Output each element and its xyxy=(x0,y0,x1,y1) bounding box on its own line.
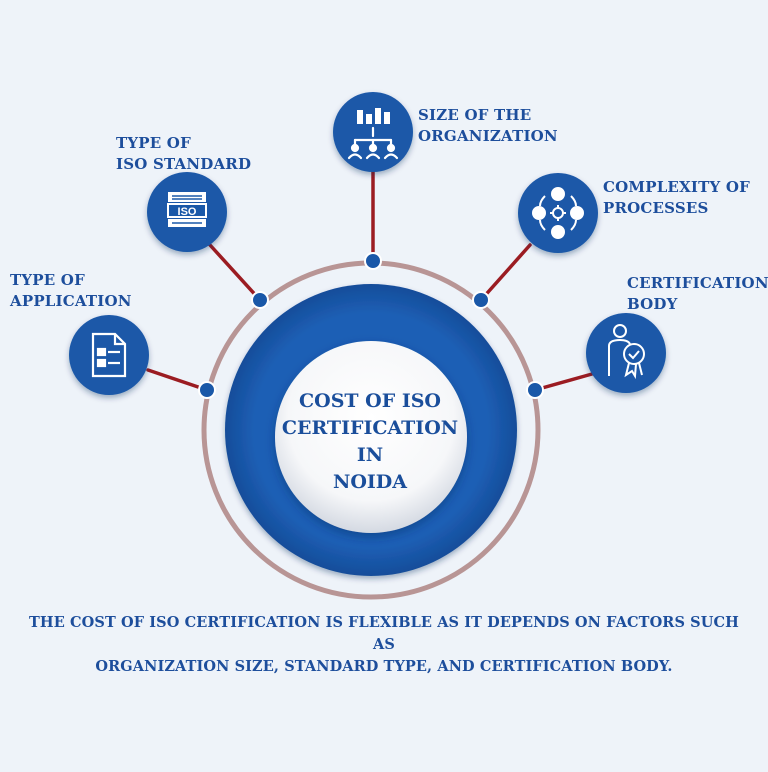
dot-complexity xyxy=(472,291,490,309)
iso-standard-icon: ISO xyxy=(167,192,207,227)
label-line: CERTIFICATION xyxy=(627,274,768,292)
label-line: APPLICATION xyxy=(10,292,132,310)
footer-line: THE COST OF ISO CERTIFICATION IS FLEXIBL… xyxy=(29,614,739,653)
dot-size xyxy=(364,252,382,270)
label-line: TYPE OF xyxy=(10,271,85,289)
dot-application xyxy=(198,381,216,399)
center-title-line: CERTIFICATION IN xyxy=(281,417,459,466)
connector-application xyxy=(146,368,209,392)
inner-circle xyxy=(275,341,467,533)
label-line: ISO STANDARD xyxy=(116,155,252,173)
label-size-of-organization: SIZE OF THE ORGANIZATION xyxy=(418,105,558,147)
label-line: SIZE OF THE xyxy=(418,106,532,124)
factor-node-certification xyxy=(586,313,666,393)
label-line: BODY xyxy=(627,295,678,313)
label-line: TYPE OF xyxy=(116,134,191,152)
center-title-line: NOIDA xyxy=(332,471,408,493)
label-certification-body: CERTIFICATION BODY xyxy=(627,273,768,315)
factor-node-size xyxy=(333,92,413,172)
factor-node-iso-standard: ISO xyxy=(147,172,227,252)
factor-node-complexity xyxy=(518,173,598,253)
label-type-of-iso-standard: TYPE OF ISO STANDARD xyxy=(116,133,251,175)
label-line: PROCESSES xyxy=(603,199,709,217)
iso-icon-text: ISO xyxy=(178,206,197,218)
organization-icon xyxy=(347,108,399,160)
connector-complexity xyxy=(479,243,532,302)
label-type-of-application: TYPE OF APPLICATION xyxy=(10,270,132,312)
label-line: ORGANIZATION xyxy=(418,127,558,145)
junction-dots xyxy=(198,252,544,399)
label-complexity-of-processes: COMPLEXITY OF PROCESSES xyxy=(603,177,750,219)
center-title-line: COST OF ISO xyxy=(299,390,441,412)
certified-person-icon xyxy=(608,324,645,380)
application-form-icon xyxy=(91,332,127,378)
footer-line: ORGANIZATION SIZE, STANDARD TYPE, AND CE… xyxy=(95,658,673,675)
dot-iso-standard xyxy=(251,291,269,309)
connector-iso-standard xyxy=(208,243,262,302)
center-title: COST OF ISO CERTIFICATION IN NOIDA xyxy=(270,388,470,496)
connector-lines xyxy=(146,168,594,392)
connector-certification xyxy=(533,372,594,392)
dot-certification xyxy=(526,381,544,399)
footer-note: THE COST OF ISO CERTIFICATION IS FLEXIBL… xyxy=(20,612,748,678)
process-cycle-icon xyxy=(532,187,584,239)
label-line: COMPLEXITY OF xyxy=(603,178,750,196)
factor-node-application xyxy=(69,315,149,395)
